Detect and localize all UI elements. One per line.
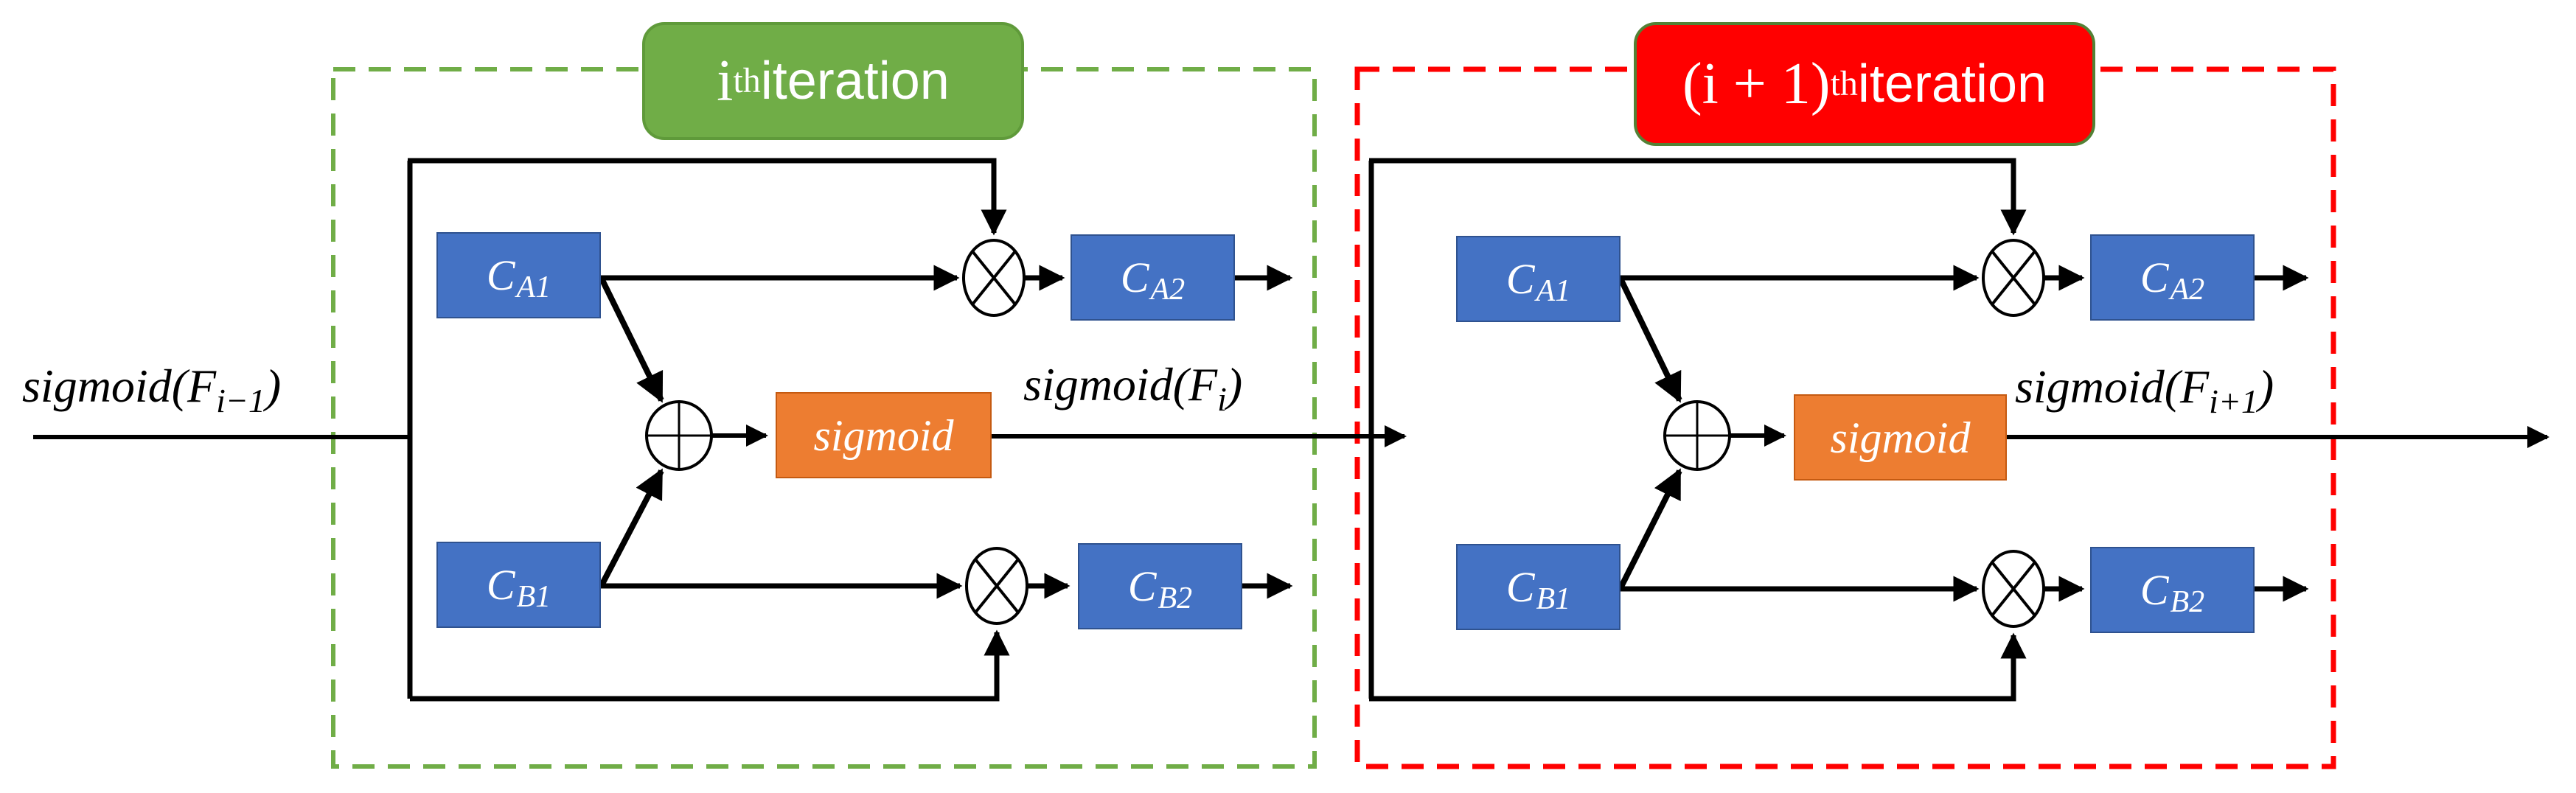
block-cb2-iter2-sub: B2 <box>2170 584 2205 619</box>
block-ca1-iter1-label: C <box>486 251 515 299</box>
block-cb1-iter1-sub: B1 <box>516 579 551 614</box>
output-label-sub: i+1 <box>2209 382 2258 420</box>
mid-label-sub: i <box>1217 380 1227 418</box>
block-ca1-iter2-sub: A1 <box>1536 273 1571 308</box>
block-ca2-iter1-sub: A2 <box>1150 272 1186 307</box>
iteration-1-wires <box>33 158 1407 702</box>
sigmoid-block-iter1: sigmoid <box>776 392 992 478</box>
multiply-icon-right-bottom <box>1982 550 2045 628</box>
input-signal-label: sigmoid(Fi−1) <box>22 363 281 418</box>
iteration-2-title-badge: (i + 1)th iteration <box>1634 22 2095 146</box>
add-icon-right <box>1663 400 1731 471</box>
output-label-pre: sigmoid(F <box>2015 360 2210 413</box>
block-cb2-iter1-sub: B2 <box>1158 581 1193 615</box>
sigmoid-block-iter1-label: sigmoid <box>813 411 954 460</box>
iteration-2-wires <box>1368 158 2549 702</box>
multiply-icon-right-top <box>1982 239 2045 317</box>
wire-top-rail-2 <box>1369 158 2027 236</box>
block-ca1-iter2-label: C <box>1505 254 1535 303</box>
wire-ca1-to-add <box>598 276 664 403</box>
block-ca2-iter2-sub: A2 <box>2170 272 2205 307</box>
block-ca2-iter1-label: C <box>1120 253 1149 301</box>
wire-cb1-to-add-2 <box>1618 468 1682 590</box>
input-label-pre: sigmoid(F <box>22 360 217 412</box>
iteration-1-title-base: i <box>717 48 734 113</box>
sigmoid-block-iter2-label: sigmoid <box>1830 413 1971 462</box>
sigmoid-block-iter2: sigmoid <box>1794 394 2007 481</box>
iteration-2-title-rest: iteration <box>1857 55 2047 113</box>
multiply-icon-left-top <box>962 239 1026 317</box>
mid-signal-label: sigmoid(Fi) <box>1023 361 1242 416</box>
wire-ca1-to-add-2 <box>1618 277 1682 403</box>
mid-label-pre: sigmoid(F <box>1023 358 1218 411</box>
iteration-2-title-base: (i + 1) <box>1682 51 1831 116</box>
wire-bottom-rail <box>410 629 1010 702</box>
add-icon-left <box>645 400 713 471</box>
block-ca2-iter2-label: C <box>2140 253 2169 301</box>
block-cb1-iter1-label: C <box>486 560 515 609</box>
block-cb1-iter2-sub: B1 <box>1536 581 1571 616</box>
iteration-2-dashed-border <box>1354 66 2336 769</box>
multiply-icon-left-bottom <box>965 547 1028 625</box>
input-label-sub: i−1 <box>216 381 265 419</box>
block-cb2-iter1-label: C <box>1127 562 1157 610</box>
output-label-post: ) <box>2258 360 2274 413</box>
wire-cb1-to-add <box>598 468 664 588</box>
block-cb1-iter2-label: C <box>1505 562 1535 611</box>
iteration-1-title-rest: iteration <box>760 52 950 111</box>
wire-top-rail <box>408 158 1007 236</box>
wire-bottom-rail-2 <box>1369 632 2027 702</box>
block-ca1-iter1-sub: A1 <box>516 270 551 304</box>
block-cb2-iter2-label: C <box>2140 565 2169 614</box>
output-signal-label: sigmoid(Fi+1) <box>2015 363 2274 419</box>
input-label-post: ) <box>265 360 282 412</box>
iteration-1-dashed-border <box>331 67 1317 769</box>
mid-label-post: ) <box>1226 358 1243 411</box>
